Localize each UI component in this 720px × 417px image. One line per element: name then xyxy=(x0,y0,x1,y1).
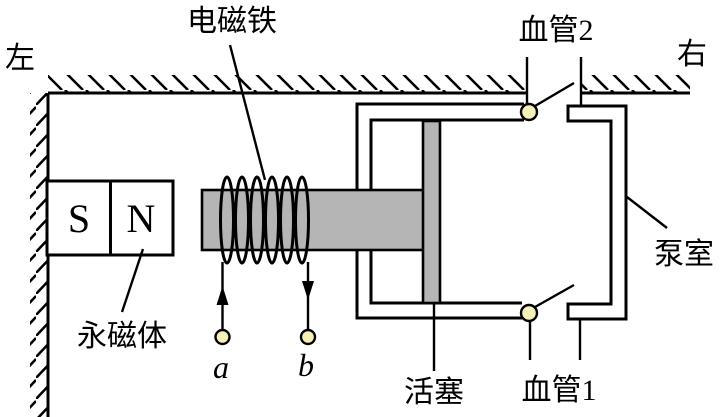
coil-turn xyxy=(219,175,235,265)
coil xyxy=(219,175,310,265)
coil-turn xyxy=(279,175,295,265)
piston-body xyxy=(421,119,442,305)
valve-top-flap xyxy=(534,81,575,108)
coil-turn xyxy=(264,175,280,265)
label-direction-left: 左 xyxy=(5,42,35,75)
coil-turn xyxy=(234,175,250,265)
wire-b: b xyxy=(298,262,317,383)
permanent-magnet: S N xyxy=(45,179,175,313)
valve-bottom-flap xyxy=(534,283,575,309)
blood-vessel-1 xyxy=(528,319,582,360)
label-blood-vessel-1: 血管1 xyxy=(522,374,597,407)
magnet-pole-n: N xyxy=(127,196,156,241)
valve-bottom-ball xyxy=(519,303,539,323)
valve-bottom xyxy=(519,283,575,323)
label-piston: 活塞 xyxy=(404,376,464,409)
rod-body xyxy=(200,188,426,252)
pump-chamber-wall xyxy=(566,104,668,321)
iron-core-rod xyxy=(200,188,426,252)
labels: 左 右 电磁铁 血管2 泵室 活塞 血管1 永磁体 xyxy=(5,5,714,409)
fixed-support-ceiling xyxy=(48,75,690,95)
pump-chamber-pointer-line xyxy=(626,196,668,229)
piston xyxy=(421,119,442,371)
pump-cylinder xyxy=(355,102,524,320)
label-permanent-magnet: 永磁体 xyxy=(77,320,167,353)
label-direction-right: 右 xyxy=(677,38,707,71)
coil-turn xyxy=(294,175,310,265)
label-pump-chamber: 泵室 xyxy=(654,238,714,271)
fixed-support-wall xyxy=(30,93,50,417)
current-arrow-down-icon xyxy=(302,281,314,300)
cylinder-outer-wall xyxy=(355,102,524,320)
chamber-bracket xyxy=(566,104,628,321)
label-electromagnet: 电磁铁 xyxy=(187,5,277,38)
label-blood-vessel-2: 血管2 xyxy=(519,14,594,47)
wall-hatching-icon xyxy=(30,93,48,417)
ceiling-hatching-left-icon xyxy=(48,75,527,93)
magnet-pole-s: S xyxy=(68,196,90,241)
terminal-b-label: b xyxy=(298,347,314,383)
ceiling-hatching-right-icon xyxy=(582,75,690,93)
permanent-magnet-pointer-line xyxy=(120,248,145,313)
terminal-a-node xyxy=(214,328,231,346)
wire-a: a xyxy=(213,262,231,385)
valve-top xyxy=(519,81,575,122)
terminal-a-label: a xyxy=(213,349,229,385)
cylinder-inner-wall xyxy=(369,118,524,305)
current-arrow-up-icon xyxy=(216,286,229,305)
terminal-b-node xyxy=(299,328,317,346)
coil-turn xyxy=(249,175,265,265)
electromagnet-pointer-line xyxy=(228,44,267,181)
blood-vessel-2 xyxy=(525,57,583,105)
valve-top-ball xyxy=(519,102,539,122)
